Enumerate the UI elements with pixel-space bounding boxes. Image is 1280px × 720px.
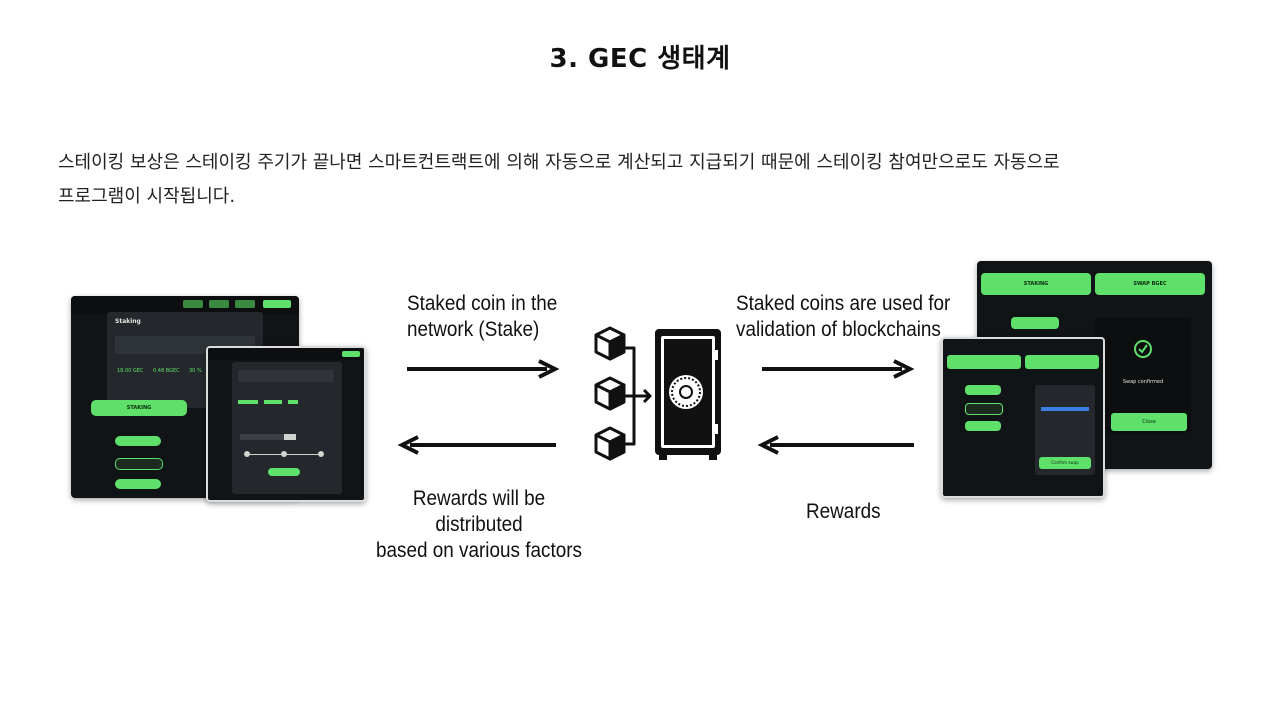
- arrow-stake-right: [407, 359, 560, 379]
- body-line-2: 프로그램이 시작됩니다.: [58, 186, 236, 207]
- label-rewards-distributed: Rewards will be distributed based on var…: [376, 487, 582, 562]
- right-screenshot-tablet: Confirm swap: [941, 337, 1105, 498]
- arrow-rewards-left-2: [757, 435, 914, 455]
- close-button[interactable]: Close: [1111, 413, 1187, 431]
- label-stake: Staked coin in the network (Stake): [407, 292, 558, 341]
- body-paragraph: 스테이킹 보상은 스테이킹 주기가 끝나면 스마트컨트랙트에 의해 자동으로 계…: [58, 146, 1228, 214]
- tab-staking[interactable]: STAKING: [981, 273, 1091, 295]
- tab-swap[interactable]: SWAP BGEC: [1095, 273, 1205, 295]
- label-rewards: Rewards: [806, 500, 881, 523]
- left-screenshot-tablet: [206, 346, 366, 502]
- body-line-1: 스테이킹 보상은 스테이킹 주기가 끝나면 스마트컨트랙트에 의해 자동으로 계…: [58, 152, 1060, 173]
- staked-amount: 18.00 GEC: [117, 368, 144, 374]
- vault-icon: [655, 329, 721, 460]
- confirm-swap-button[interactable]: Confirm swap: [1039, 457, 1091, 469]
- swap-status: Swap confirmed: [1122, 379, 1164, 385]
- swap-confirmed-panel: Swap confirmed Close: [1095, 317, 1191, 433]
- staking-button[interactable]: STAKING: [91, 400, 187, 416]
- label-validation: Staked coins are used for validation of …: [736, 292, 951, 341]
- modal-title: Staking: [115, 318, 141, 325]
- arrow-validation-right: [762, 359, 915, 379]
- apr-value: 30 %: [189, 368, 202, 374]
- blockchain-blocks-icon: [594, 326, 652, 461]
- slide-title: 3. GEC 생태계: [549, 44, 731, 74]
- earned-amount: 0.48 BGEC: [153, 368, 180, 374]
- arrow-rewards-left-1: [397, 435, 556, 455]
